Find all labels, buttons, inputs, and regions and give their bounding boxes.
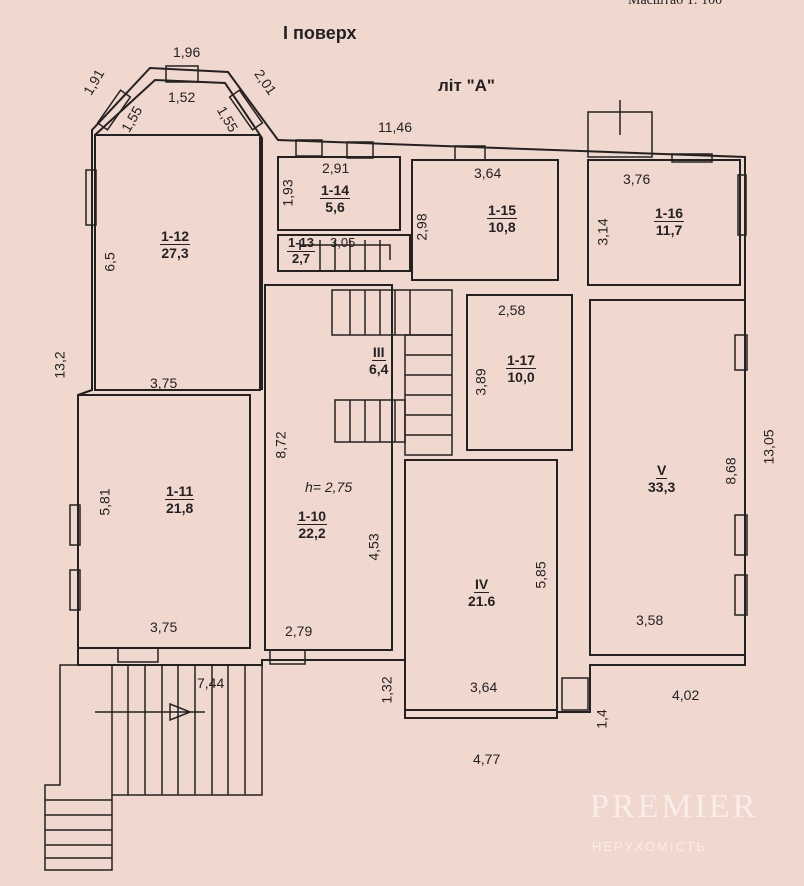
windows	[69, 65, 748, 711]
room-V-wall	[589, 299, 746, 656]
watermark-brand: PREMIER	[590, 788, 759, 825]
dimension: 3,64	[470, 679, 498, 695]
room-number: 1-11	[165, 483, 195, 501]
dimension: 13,05	[760, 429, 777, 465]
dimension: 13,2	[51, 351, 68, 379]
room-number: III	[371, 344, 386, 362]
dimension: 5,85	[532, 561, 549, 589]
room-number: 1-10	[297, 508, 328, 526]
room-area: 22,2	[298, 525, 326, 542]
dimension: 2,91	[322, 160, 350, 176]
dimension: 4,02	[672, 687, 700, 703]
room-1-16-wall	[587, 159, 741, 286]
room-1-12-wall	[94, 134, 261, 391]
dimension: 4,77	[473, 751, 501, 767]
dimension: 2,58	[498, 302, 526, 318]
watermark-sub: НЕРУХОМІСТЬ	[592, 839, 707, 854]
dimension: 1,96	[173, 44, 201, 60]
room-number: 1-14	[320, 182, 351, 200]
room-number: 1-12	[160, 228, 191, 246]
dimension: 6,5	[101, 252, 118, 272]
dimension: 5,81	[96, 488, 113, 516]
dimension: 4,53	[365, 533, 382, 561]
room-area: 21.6	[468, 593, 496, 610]
dimension: 3,89	[472, 368, 489, 396]
room-area: 11,7	[655, 222, 683, 239]
dimension: 8,72	[272, 431, 289, 459]
dimension: 3,75	[150, 375, 178, 391]
dimension: 3,64	[474, 165, 502, 181]
dimension: 2,98	[413, 213, 430, 241]
dimension: 1,4	[593, 709, 610, 729]
entrance-steps	[44, 100, 653, 871]
room-number: IV	[474, 576, 490, 594]
room-1-13-wall	[277, 234, 411, 272]
room-number: V	[655, 462, 668, 480]
room-number: 1-16	[654, 205, 685, 223]
room-1-17-wall	[466, 294, 573, 451]
building-letter: літ "А"	[438, 76, 495, 95]
ceiling-height: h= 2,75	[305, 479, 353, 495]
outer-wall	[77, 66, 746, 719]
room-area: 10,8	[488, 219, 516, 236]
dimension: 2,79	[285, 623, 313, 639]
room-1-11-wall	[77, 394, 251, 649]
dimension: 3,76	[623, 171, 651, 187]
dimension: 8,68	[722, 457, 739, 485]
room-IV-wall	[404, 459, 558, 711]
room-area: 6,4	[369, 361, 389, 378]
room-area: 5,6	[325, 199, 345, 216]
room-area: 10,0	[507, 369, 535, 386]
dimension: 1,52	[168, 89, 196, 105]
room-area: 21,8	[166, 500, 194, 517]
dimension: 3,14	[594, 218, 611, 246]
dimension: 3,05	[330, 235, 356, 250]
room-area: 2,7	[291, 250, 311, 266]
dimension: 11,46	[378, 119, 412, 135]
room-area: 33,3	[648, 479, 676, 496]
dimension: 3,75	[150, 619, 178, 635]
room-number: 1-13	[287, 235, 316, 252]
dimension: 1,32	[378, 676, 395, 704]
dimension: 3,58	[636, 612, 664, 628]
room-number: 1-15	[487, 202, 518, 220]
room-number: 1-17	[506, 352, 537, 370]
dimension: 7,44	[197, 675, 225, 691]
room-area: 27,3	[161, 245, 189, 262]
room-1-14-wall	[277, 156, 401, 231]
floor-title: I поверх	[283, 23, 357, 43]
staircase	[299, 240, 453, 456]
scale-label: Масштаб 1: 100	[628, 0, 723, 8]
room-1-10-wall	[264, 284, 393, 651]
dimension: 1,93	[279, 179, 296, 207]
